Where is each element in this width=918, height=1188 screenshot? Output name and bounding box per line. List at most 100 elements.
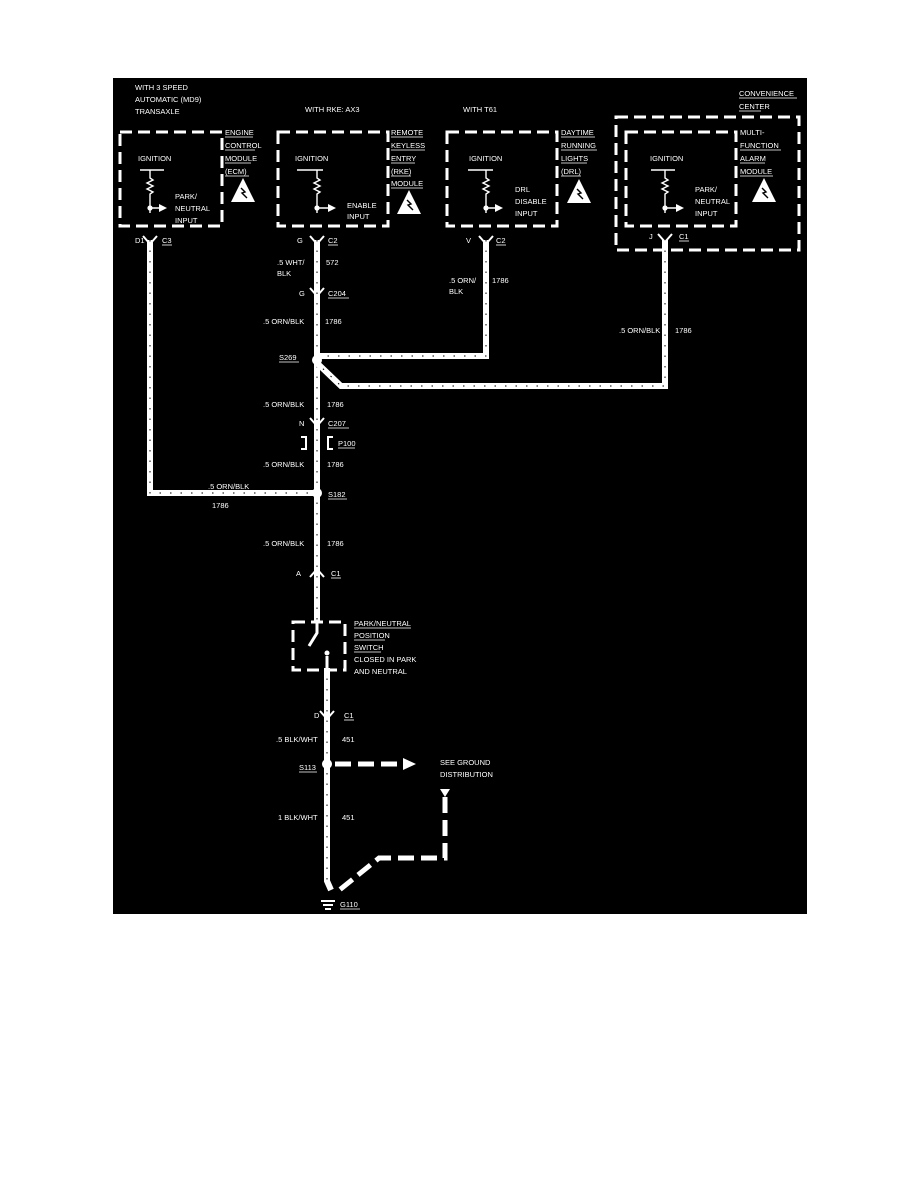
park-neutral-switch: PARK/NEUTRAL POSITION SWITCH CLOSED IN P… (291, 619, 416, 676)
header-transaxle-line3: TRANSAXLE (135, 107, 180, 116)
rke-module: IGNITION ENABLE INPUT REMOTE KEYLESS ENT… (276, 128, 425, 246)
header-rke: WITH RKE: AX3 (305, 105, 360, 114)
pass-through-p100: P100 (301, 436, 356, 450)
rke-input-line1: ENABLE (347, 201, 377, 210)
rke-title-line5: MODULE (391, 179, 423, 188)
esd-warning-icon (231, 178, 255, 202)
ground-wire (324, 668, 334, 892)
rke-connector: C2 (328, 236, 338, 245)
rke-title-line1: REMOTE (391, 128, 423, 137)
drl-title-line2: RUNNING (561, 141, 596, 150)
mfa-title-line3: ALARM (740, 154, 766, 163)
after-p100-wire-color: .5 ORN/BLK (263, 460, 304, 469)
mfa-wire-circuit: 1786 (675, 326, 692, 335)
switch-top-connector: C1 (331, 569, 341, 578)
ground-ref-arrow-icon (403, 758, 416, 770)
splice-s182: S182 (328, 490, 346, 499)
ecm-title-line1: ENGINE (225, 128, 254, 137)
c204-pin: G (299, 289, 305, 298)
ecm-connector: C3 (162, 236, 172, 245)
ecm-pin: D1 (135, 236, 145, 245)
mfa-pin: J (649, 232, 653, 241)
header-convenience-line2: CENTER (739, 102, 770, 111)
ecm-box (118, 130, 224, 228)
rke-title-line4: (RKE) (391, 167, 412, 176)
c207-pin: N (299, 419, 304, 428)
after-s182-wire-color: .5 ORN/BLK (263, 539, 304, 548)
switch-note-line2: AND NEUTRAL (354, 667, 407, 676)
c204-connector: C204 (328, 289, 346, 298)
mfa-input-line3: INPUT (695, 209, 718, 218)
connector-c204: G C204 (299, 287, 349, 299)
wire-network (147, 240, 668, 892)
mfa-ignition-label: IGNITION (650, 154, 683, 163)
rke-title-line3: ENTRY (391, 154, 416, 163)
switch-bottom-connector: C1 (344, 711, 354, 720)
ecm-wire-circuit: 1786 (212, 501, 229, 510)
after-switch-wire-color: .5 BLK/WHT (276, 735, 318, 744)
header-t61: WITH T61 (463, 105, 497, 114)
connector-arrow-icon (142, 233, 673, 246)
header-transaxle: WITH 3 SPEED AUTOMATIC (MD9) TRANSAXLE (135, 83, 202, 116)
after-p100-wire-circuit: 1786 (327, 460, 344, 469)
drl-ignition-label: IGNITION (469, 154, 502, 163)
mfa-box (624, 130, 738, 228)
switch-title-line3: SWITCH (354, 643, 384, 652)
mfa-branch-wire (314, 240, 668, 389)
drl-input-line2: DISABLE (515, 197, 547, 206)
switch-top-pin: A (296, 569, 301, 578)
mfa-module: IGNITION PARK/ NEUTRAL INPUT MULTI- FUNC… (624, 128, 781, 242)
connector-c207: N C207 (299, 417, 349, 429)
switch-title-line2: POSITION (354, 631, 390, 640)
wiring-diagram: WITH 3 SPEED AUTOMATIC (MD9) TRANSAXLE W… (113, 78, 807, 914)
after-c204-wire-color: .5 ORN/BLK (263, 317, 304, 326)
mfa-title-line4: MODULE (740, 167, 772, 176)
mfa-input-line1: PARK/ (695, 185, 718, 194)
wiring-diagram-svg: WITH 3 SPEED AUTOMATIC (MD9) TRANSAXLE W… (118, 83, 801, 910)
esd-warning-icon (752, 178, 776, 202)
mfa-wire-color: .5 ORN/BLK (619, 326, 660, 335)
splice-s113: S113 (299, 763, 316, 772)
header-transaxle-line2: AUTOMATIC (MD9) (135, 95, 202, 104)
drl-wire-color2: BLK (449, 287, 463, 296)
rke-box (276, 130, 390, 228)
ecm-input-line3: INPUT (175, 216, 198, 225)
splice-dot-icon (312, 355, 322, 365)
drl-pin: V (466, 236, 471, 245)
ecm-branch-wire (147, 240, 317, 496)
mfa-input-line2: NEUTRAL (695, 197, 730, 206)
switch-note-line1: CLOSED IN PARK (354, 655, 416, 664)
ground-return-dashed-line (335, 797, 448, 894)
p100-label: P100 (338, 439, 356, 448)
ecm-title-line2: CONTROL (225, 141, 262, 150)
drl-connector: C2 (496, 236, 506, 245)
header-transaxle-line1: WITH 3 SPEED (135, 83, 189, 92)
after-s182-wire-circuit: 1786 (327, 539, 344, 548)
drl-title-line3: LIGHTS (561, 154, 588, 163)
convenience-center-box (614, 115, 801, 252)
ecm-module: IGNITION PARK/ NEUTRAL INPUT ENGINE CONT… (118, 128, 262, 246)
ecm-title-line4: (ECM) (225, 167, 247, 176)
mfa-connector: C1 (679, 232, 689, 241)
switch-title-line1: PARK/NEUTRAL (354, 619, 411, 628)
rke-title-line2: KEYLESS (391, 141, 425, 150)
rke-wire-circuit: 572 (326, 258, 339, 267)
header-convenience-line1: CONVENIENCE (739, 89, 794, 98)
after-switch-wire-circuit: 451 (342, 735, 355, 744)
drl-title-line1: DAYTIME (561, 128, 594, 137)
esd-warning-icon (397, 190, 421, 214)
esd-warning-icon (567, 179, 591, 203)
drl-module: IGNITION DRL DISABLE INPUT DAYTIME RUNNI… (445, 128, 597, 246)
drl-input-line1: DRL (515, 185, 530, 194)
after-s269-wire-circuit: 1786 (327, 400, 344, 409)
ground-g110: G110 (340, 900, 358, 909)
ecm-title-line3: MODULE (225, 154, 257, 163)
connector-switch-bottom: D C1 (314, 710, 354, 721)
switch-box (291, 620, 347, 672)
ground-ref-line1: SEE GROUND (440, 758, 491, 767)
ecm-input-line2: NEUTRAL (175, 204, 210, 213)
ground-symbol-icon (321, 900, 335, 910)
drl-input-line3: INPUT (515, 209, 538, 218)
rke-ignition-label: IGNITION (295, 154, 328, 163)
ecm-input-line1: PARK/ (175, 192, 198, 201)
